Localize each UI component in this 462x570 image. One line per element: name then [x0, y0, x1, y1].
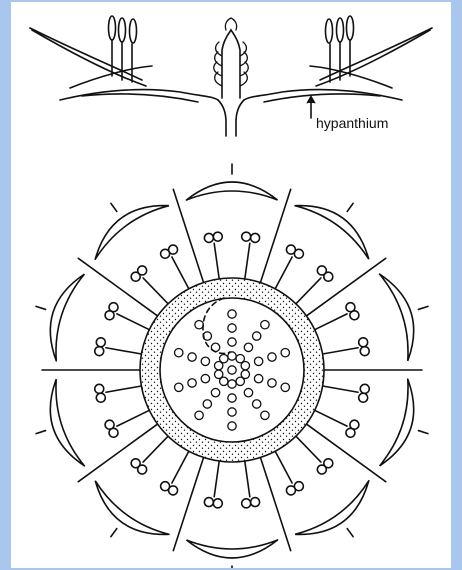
- sepal-tip: [418, 431, 428, 434]
- sepal-arc: [186, 540, 277, 558]
- right-anther-3: [347, 16, 354, 40]
- anther-lobe: [359, 338, 368, 347]
- anther-lobe: [95, 347, 104, 356]
- anther-lobe: [324, 459, 333, 468]
- sepal-arc: [380, 274, 414, 361]
- stamen-filament: [117, 314, 149, 330]
- left-sepal-lower: [32, 30, 146, 86]
- left-anther-1: [109, 16, 116, 40]
- anther-lobe: [131, 272, 140, 281]
- right-petal-edge: [310, 66, 392, 88]
- receptacle-left: [218, 100, 226, 136]
- stamen-filament: [106, 348, 141, 354]
- anther-lobe: [96, 393, 105, 402]
- stamen-filament: [245, 243, 250, 279]
- figure-panel: hypanthium: [11, 2, 451, 568]
- anther-lobe: [360, 384, 369, 393]
- sepal-arc: [50, 379, 84, 466]
- receptacle-right: [236, 100, 244, 136]
- anther-lobe: [95, 384, 104, 393]
- right-anther-2: [337, 18, 344, 42]
- stamen-filament: [172, 257, 189, 289]
- stamen-filament: [143, 278, 168, 304]
- anther-lobe: [317, 266, 326, 275]
- left-anther-3: [130, 19, 137, 43]
- anther-lobe: [204, 498, 213, 507]
- anther-lobe: [213, 499, 222, 508]
- stamen-filament: [275, 451, 292, 483]
- right-hypanthium-inner: [264, 94, 380, 102]
- stamen-filament: [214, 461, 219, 497]
- sepal-tip: [36, 431, 46, 434]
- hypanthium-arrowhead: [307, 96, 315, 103]
- stamen-filament: [323, 386, 358, 392]
- anther-lobe: [96, 338, 105, 347]
- sepal-tip: [111, 529, 117, 537]
- left-petal-edge: [70, 66, 152, 88]
- stamen-filament: [117, 410, 149, 426]
- sepal-tip: [347, 203, 353, 211]
- stamen-filament: [106, 386, 141, 392]
- anther-lobe: [251, 498, 260, 507]
- anther-lobe: [346, 303, 355, 312]
- floral-cross-section: [36, 164, 428, 568]
- sepal-tip: [36, 306, 46, 309]
- hypanthium-label: hypanthium: [316, 115, 388, 131]
- right-sepal-lower: [316, 30, 430, 86]
- stamen-filament: [315, 410, 347, 426]
- sepal-arc: [186, 182, 277, 200]
- stamen-filament: [143, 436, 168, 462]
- stamen-filament: [214, 243, 219, 279]
- anther-lobe: [169, 486, 178, 495]
- anther-lobe: [242, 232, 251, 241]
- ovary-region: [160, 298, 304, 442]
- anther-lobe: [359, 393, 368, 402]
- stamen-filament: [296, 436, 321, 462]
- anther-lobe: [105, 311, 114, 320]
- stamen-filament: [245, 461, 250, 497]
- stamen-filament: [275, 257, 292, 289]
- sepal-arc: [295, 481, 369, 535]
- sepal-arc: [95, 206, 169, 260]
- anther-lobe: [360, 347, 369, 356]
- anther-lobe: [138, 465, 147, 474]
- anther-lobe: [204, 233, 213, 242]
- flower-diagram: hypanthium: [11, 2, 451, 568]
- pistils: [214, 18, 249, 86]
- stamen-filament: [315, 314, 347, 330]
- anther-lobe: [161, 249, 170, 258]
- sepal-tip: [111, 203, 117, 211]
- sepal-arc: [50, 274, 84, 361]
- left-hypanthium-inner: [82, 94, 198, 102]
- anther-lobe: [213, 232, 222, 241]
- anther-lobe: [286, 245, 295, 254]
- sepal-tip: [418, 306, 428, 309]
- sepal-arc: [95, 481, 169, 535]
- sepal-arc: [380, 379, 414, 466]
- right-anther-1: [326, 19, 333, 43]
- anther-lobe: [294, 482, 303, 491]
- gynoecium-column: [222, 30, 240, 98]
- stamen-filament: [296, 278, 321, 304]
- left-anther-2: [119, 18, 126, 42]
- stamen-filament: [323, 348, 358, 354]
- anther-lobe: [251, 233, 260, 242]
- stamen-filament: [172, 451, 189, 483]
- anther-lobe: [109, 428, 118, 437]
- anther-lobe: [242, 499, 251, 508]
- sepal-arc: [295, 206, 369, 260]
- anther-lobe: [350, 420, 359, 429]
- sepal-tip: [347, 529, 353, 537]
